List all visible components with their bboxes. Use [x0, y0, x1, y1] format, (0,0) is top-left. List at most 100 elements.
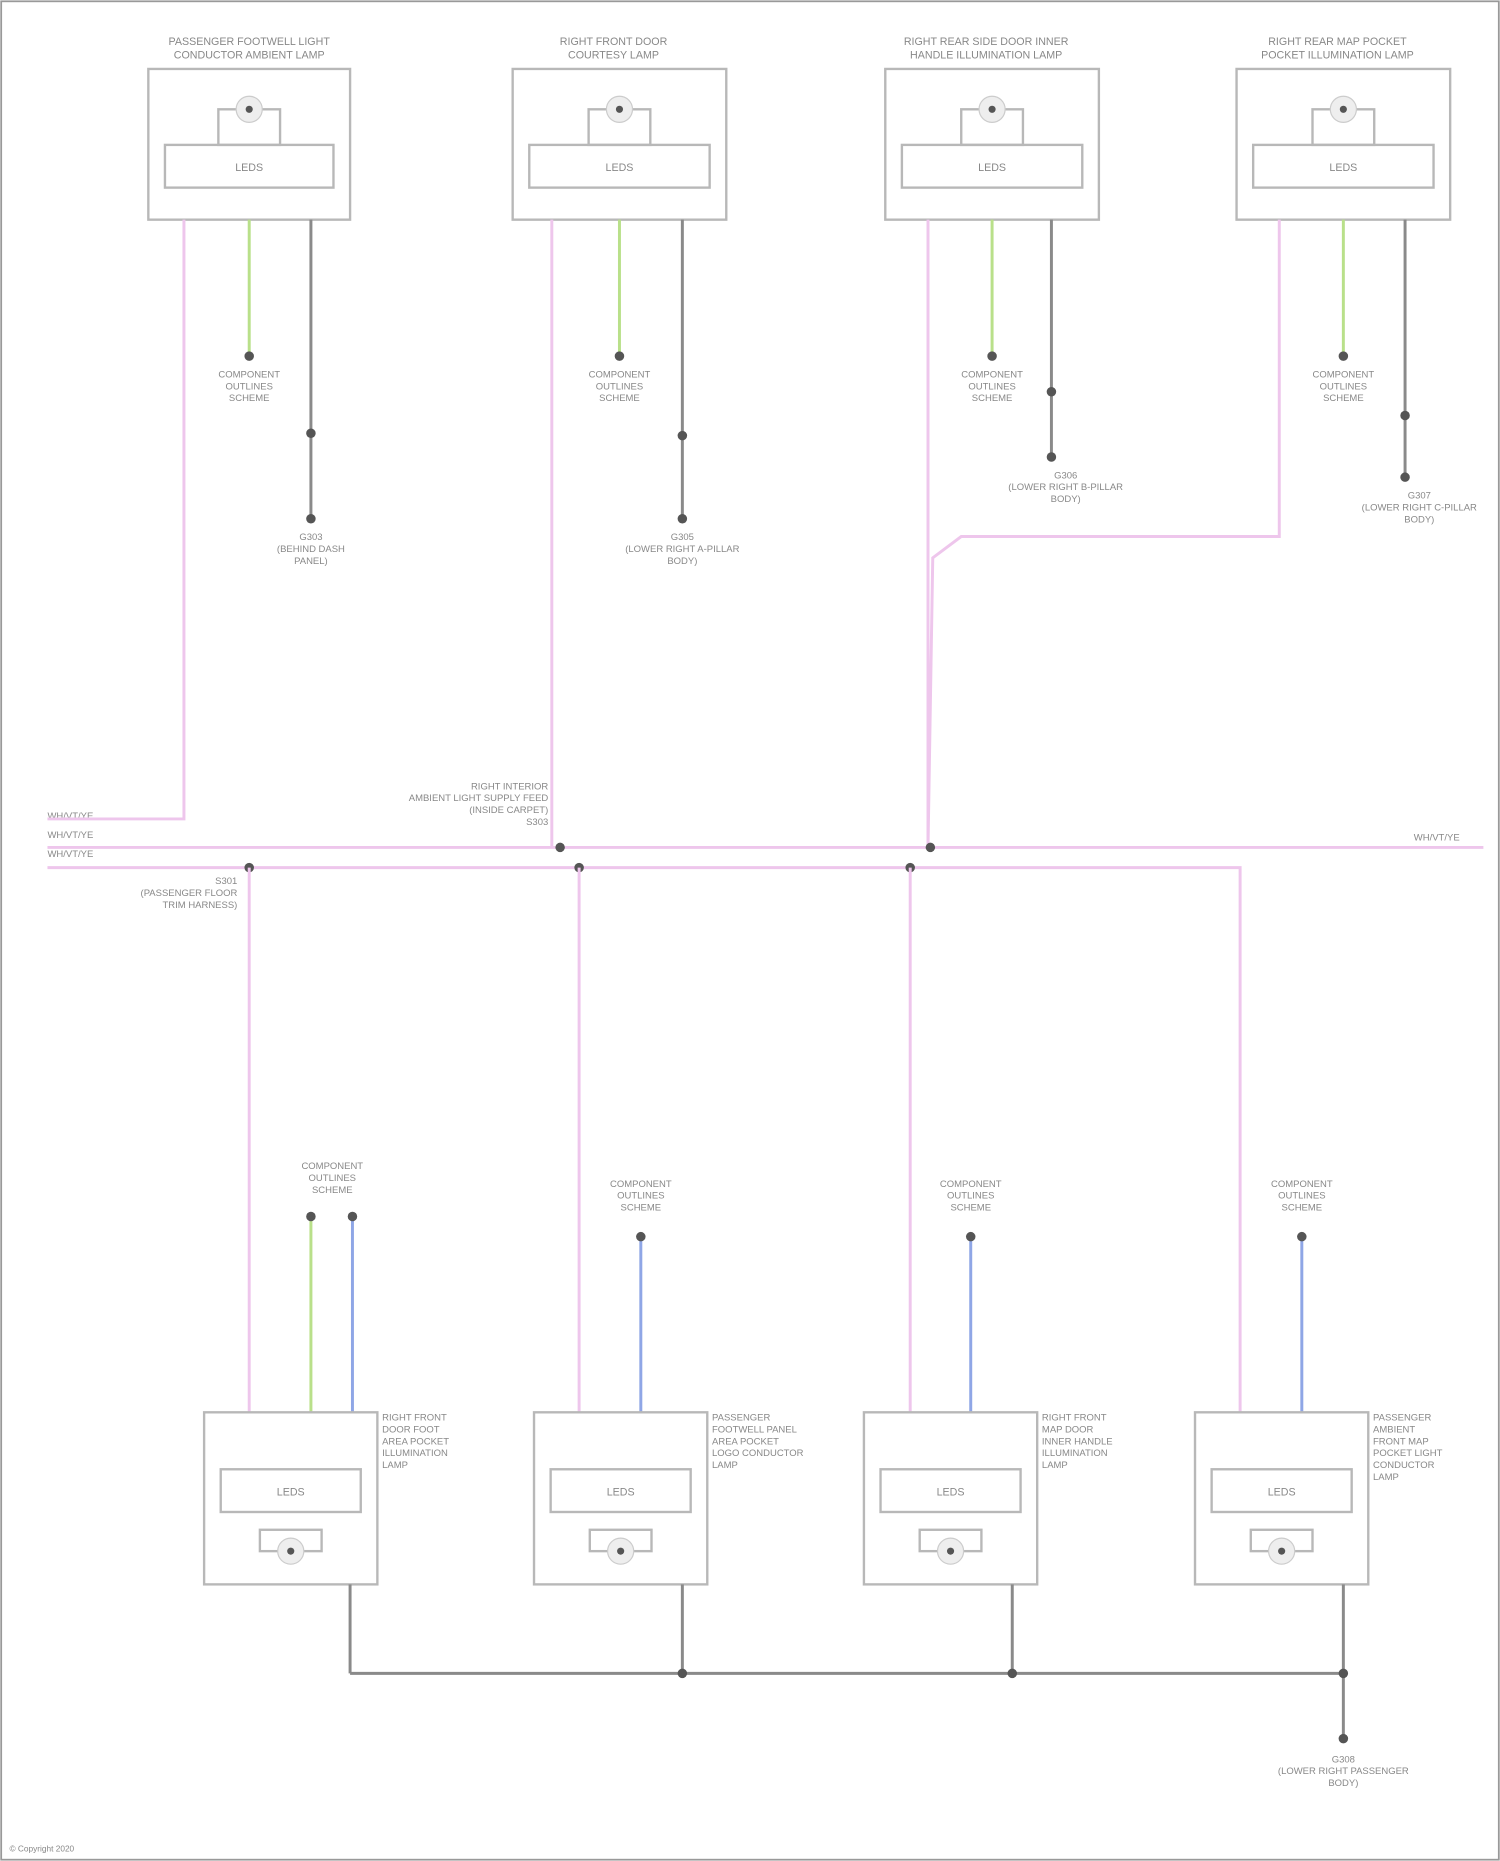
- lamp-filament-icon: [617, 1548, 624, 1555]
- source-label-line: OUTLINES: [1278, 1191, 1325, 1202]
- source-label: COMPONENTOUTLINESSCHEME: [940, 1179, 1002, 1214]
- lamp-filament-icon: [1340, 106, 1347, 113]
- ground-label-line: PANEL): [294, 556, 328, 567]
- ground-label-line: (LOWER RIGHT B-PILLAR: [1008, 482, 1123, 493]
- component-title-line: ILLUMINATION: [1042, 1448, 1108, 1459]
- splice-label-lower-line: TRIM HARNESS): [163, 900, 238, 911]
- component-title-line: LAMP: [1042, 1460, 1068, 1471]
- component-title-line: PASSENGER: [712, 1413, 770, 1424]
- ground-label-line: G303: [299, 532, 322, 543]
- ground-point: [1339, 1734, 1348, 1743]
- splice-label-lower-line: S301: [215, 876, 237, 887]
- top-component: LEDS: [1237, 69, 1451, 220]
- ground-splice: [1047, 387, 1056, 396]
- component-title-line: POCKET LIGHT: [1373, 1448, 1443, 1459]
- component-title-line: COURTESY LAMP: [568, 49, 659, 61]
- footer-copyright: © Copyright 2020: [9, 1843, 74, 1853]
- source-label-line: SCHEME: [972, 393, 1013, 404]
- component-title-line: INNER HANDLE: [1042, 1436, 1113, 1447]
- connector-pin: [1339, 351, 1348, 360]
- supply-wire: [47, 220, 183, 819]
- splice-label-upper: RIGHT INTERIORAMBIENT LIGHT SUPPLY FEED(…: [409, 781, 549, 828]
- ground-point: [306, 514, 315, 523]
- source-label: COMPONENTOUTLINESSCHEME: [301, 1161, 363, 1196]
- bottom-component: LEDS: [204, 1412, 377, 1584]
- source-label-line: COMPONENT: [1271, 1179, 1333, 1190]
- ground-point: [1047, 452, 1056, 461]
- supply-wire: [928, 220, 1279, 848]
- bus-label: WH/VT/YE: [47, 830, 93, 841]
- source-label-line: SCHEME: [950, 1203, 991, 1214]
- bus-label-right: WH/VT/YE: [1414, 832, 1460, 843]
- connector-pin: [244, 351, 253, 360]
- lamp-filament-icon: [246, 106, 253, 113]
- source-label-line: OUTLINES: [225, 381, 272, 392]
- component-title-line: LAMP: [712, 1460, 738, 1471]
- ground-label-line: (LOWER RIGHT A-PILLAR: [625, 544, 739, 555]
- component-title: PASSENGERFOOTWELL PANELAREA POCKETLOGO C…: [712, 1413, 804, 1471]
- led-module-label: LEDS: [606, 162, 634, 174]
- component-title-line: LAMP: [1373, 1472, 1399, 1483]
- component-title-line: PASSENGER: [1373, 1413, 1431, 1424]
- splice-label-lower: S301(PASSENGER FLOORTRIM HARNESS): [141, 876, 238, 911]
- connector-pin: [636, 1232, 645, 1241]
- component-title-line: HANDLE ILLUMINATION LAMP: [910, 49, 1062, 61]
- bus-label: WH/VT/YE: [47, 849, 93, 860]
- component-title-line: ILLUMINATION: [382, 1448, 448, 1459]
- ground-splice: [306, 429, 315, 438]
- ground-label-line: G305: [671, 532, 694, 543]
- top-component: LEDS: [148, 69, 350, 220]
- source-label-line: SCHEME: [599, 393, 640, 404]
- lamp-filament-icon: [947, 1548, 954, 1555]
- ground-splice: [678, 431, 687, 440]
- source-label-line: COMPONENT: [610, 1179, 672, 1190]
- source-label-line: SCHEME: [1282, 1203, 1323, 1214]
- component-title-line: LAMP: [382, 1460, 408, 1471]
- source-label-line: COMPONENT: [301, 1161, 363, 1172]
- led-module-label: LEDS: [277, 1486, 305, 1498]
- source-label-line: COMPONENT: [218, 369, 280, 380]
- component-title: PASSENGER FOOTWELL LIGHTCONDUCTOR AMBIEN…: [169, 36, 331, 61]
- component-title-line: CONDUCTOR AMBIENT LAMP: [174, 49, 325, 61]
- component-title-line: CONDUCTOR: [1373, 1460, 1435, 1471]
- source-label-line: OUTLINES: [617, 1191, 664, 1202]
- lamp-filament-icon: [287, 1548, 294, 1555]
- connector-pin: [615, 351, 624, 360]
- component-title-line: AREA POCKET: [382, 1436, 449, 1447]
- source-label-line: SCHEME: [312, 1185, 353, 1196]
- source-label-line: COMPONENT: [961, 369, 1023, 380]
- component-title-line: FRONT MAP: [1373, 1436, 1429, 1447]
- ground-label-line: BODY): [1328, 1778, 1358, 1789]
- ground-point: [678, 514, 687, 523]
- ground-bus: [350, 1673, 1343, 1738]
- splice-dot: [926, 843, 935, 852]
- led-module-label: LEDS: [1329, 162, 1357, 174]
- led-module-label: LEDS: [937, 1486, 965, 1498]
- ground-point: [1400, 472, 1409, 481]
- lamp-filament-icon: [1278, 1548, 1285, 1555]
- splice-label-lower-line: (PASSENGER FLOOR: [141, 888, 238, 899]
- component-title-line: AREA POCKET: [712, 1436, 779, 1447]
- splice-label-upper-line: AMBIENT LIGHT SUPPLY FEED: [409, 793, 549, 804]
- ground-label-line: (LOWER RIGHT PASSENGER: [1278, 1766, 1409, 1777]
- ground-label-line: (BEHIND DASH: [277, 544, 345, 555]
- ground-label-line: BODY): [667, 556, 697, 567]
- source-label-line: SCHEME: [621, 1203, 662, 1214]
- source-label: COMPONENTOUTLINESSCHEME: [1313, 369, 1375, 404]
- source-label-line: OUTLINES: [309, 1173, 356, 1184]
- ground-label-line: BODY): [1404, 514, 1434, 525]
- component-title-line: RIGHT FRONT: [382, 1413, 447, 1424]
- led-module-label: LEDS: [607, 1486, 635, 1498]
- component-title-line: FOOTWELL PANEL: [712, 1424, 797, 1435]
